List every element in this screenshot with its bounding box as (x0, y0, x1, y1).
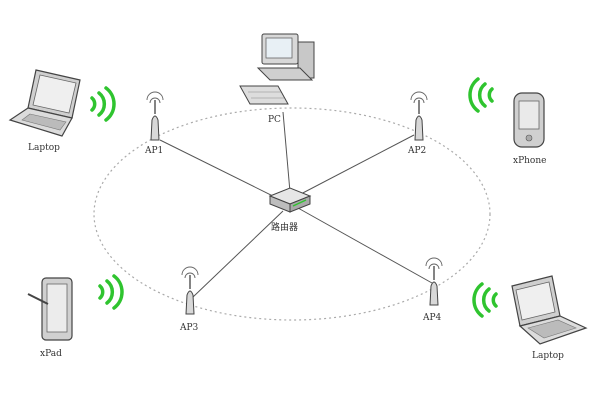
ap2-label: AP2 (407, 146, 426, 156)
pc-icon (239, 33, 315, 105)
ap2-icon (410, 91, 428, 141)
ap1-label: AP1 (144, 146, 163, 156)
links (159, 111, 433, 298)
xpad-icon (27, 277, 73, 341)
pc-label: PC (268, 115, 281, 125)
wifi-signal-icon (98, 274, 124, 310)
ap3-icon (181, 266, 199, 315)
ap3-label: AP3 (179, 323, 199, 333)
laptop-left-icon (8, 69, 81, 137)
laptop-left-label: Laptop (28, 143, 60, 153)
link-pc-router (282, 111, 291, 193)
link-ap4-router (297, 207, 433, 284)
router-label: 路由器 (271, 221, 298, 233)
ap4-icon (425, 257, 443, 306)
ap1-icon (146, 91, 164, 141)
laptop-right-label: Laptop (532, 351, 564, 361)
laptop-right-icon (511, 275, 588, 345)
xphone-icon (513, 92, 545, 148)
coverage-ring (93, 107, 491, 321)
wifi-signal-icon (468, 77, 494, 113)
ap4-label: AP4 (422, 313, 442, 323)
xphone-label: xPhone (513, 156, 546, 166)
wifi-signal-icon (472, 282, 498, 318)
link-ap3-router (192, 210, 284, 298)
link-ap2-router (296, 134, 415, 197)
xpad-label: xPad (40, 349, 62, 359)
wifi-signal-icon (90, 86, 116, 122)
link-ap1-router (159, 139, 286, 203)
router-icon (268, 187, 312, 213)
